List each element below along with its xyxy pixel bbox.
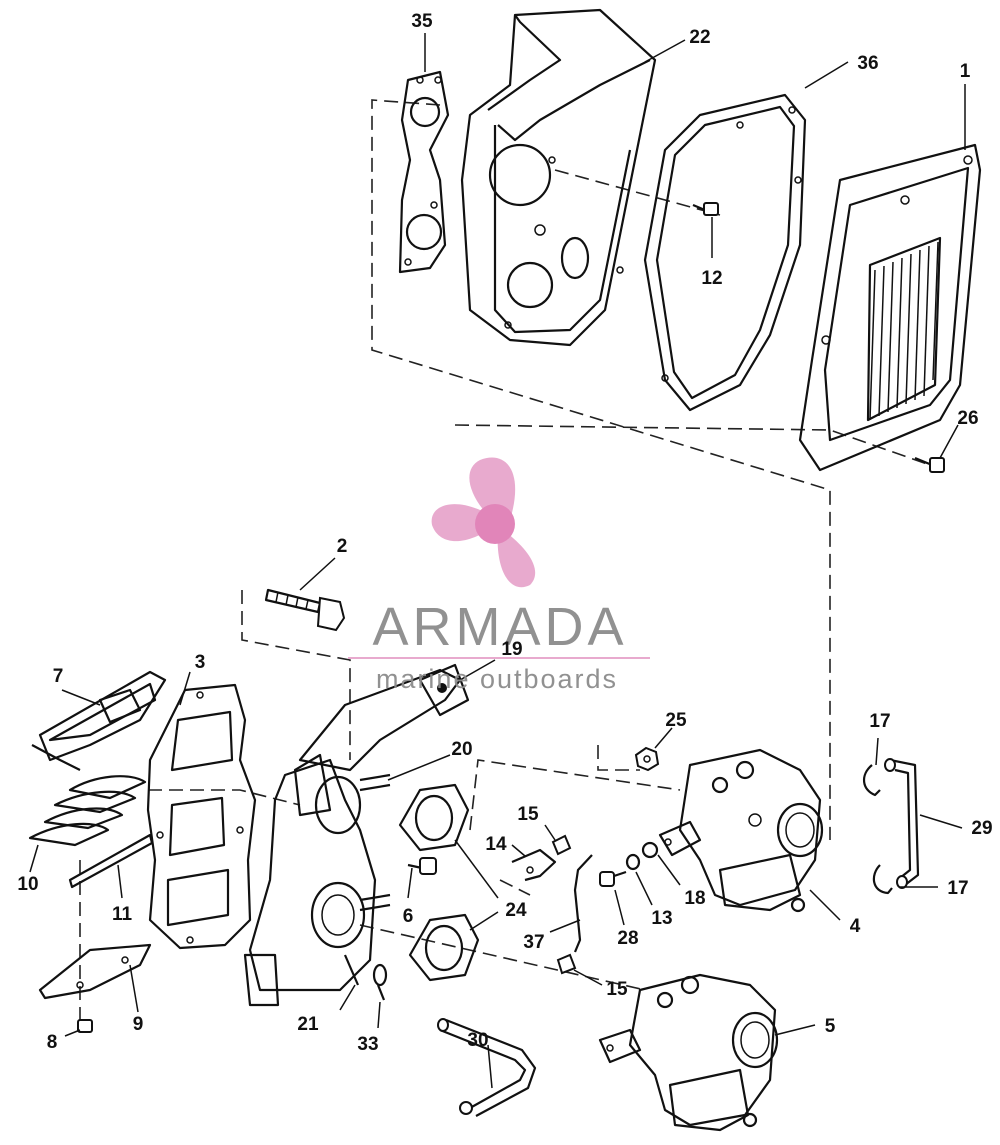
callout-22: 22	[689, 27, 710, 48]
callout-25: 25	[665, 710, 687, 731]
part-37-choke-rod	[549, 854, 593, 953]
callout-3: 3	[195, 652, 206, 673]
callout-15-upper: 15	[517, 804, 539, 825]
part-2-bolt	[264, 557, 346, 632]
callout-26: 26	[957, 408, 978, 429]
part-26-screw	[914, 424, 959, 473]
callout-28: 28	[617, 928, 638, 949]
brand-name: ARMADA	[372, 597, 627, 657]
callout-15-lower: 15	[606, 979, 628, 1000]
callout-11: 11	[112, 904, 133, 925]
part-11-reed-stop	[68, 833, 154, 899]
part-36-cover-gasket	[643, 93, 807, 412]
propeller-logo-icon	[431, 457, 536, 588]
callout-19: 19	[501, 639, 522, 660]
callout-24: 24	[505, 900, 527, 921]
part-18-nut	[641, 841, 681, 886]
part-25-nut	[634, 727, 673, 772]
part-15-fitting-upper	[544, 824, 572, 856]
callout-36: 36	[857, 53, 878, 74]
callout-13: 13	[651, 908, 672, 929]
part-5-carburetor	[598, 973, 816, 1132]
callout-21: 21	[297, 1014, 319, 1035]
part-24-carburetor-gaskets	[398, 783, 499, 982]
callout-12: 12	[701, 268, 722, 289]
callout-6: 6	[403, 906, 414, 927]
callout-10: 10	[17, 874, 38, 895]
callout-14: 14	[485, 834, 507, 855]
part-22-intake-silencer-base	[460, 8, 657, 347]
part-28-screw	[599, 870, 627, 926]
cover-grille	[866, 236, 942, 422]
part-1-intake-cover	[798, 143, 982, 472]
callout-7: 7	[53, 666, 64, 687]
part-17-clip-lower	[872, 864, 938, 895]
part-12-screw	[692, 202, 719, 258]
callout-labels: 1 2 3 4 5 6 7 8 9 10 11 12 13 14 15 15 1…	[17, 11, 992, 1055]
part-15-fitting-lower	[556, 953, 603, 986]
armada-watermark: ARMADA marine outboards	[348, 457, 650, 694]
callout-35: 35	[411, 11, 433, 32]
part-19-intake-manifold	[243, 659, 496, 1011]
assembly-guide-lines	[79, 99, 931, 1020]
leader-lines	[61, 33, 966, 706]
part-33-hose-clamp	[372, 963, 388, 1029]
part-10-reed-petals	[28, 775, 147, 873]
part-8-screw	[64, 1019, 93, 1037]
callout-17-upper: 17	[869, 711, 890, 732]
part-9-plate	[38, 943, 152, 1013]
callout-29: 29	[971, 818, 992, 839]
part-13-washer	[625, 853, 653, 906]
callout-20: 20	[451, 739, 472, 760]
part-17-clip-upper	[863, 737, 881, 797]
callout-33: 33	[357, 1034, 378, 1055]
brand-tagline: marine outboards	[376, 664, 618, 694]
callout-2: 2	[337, 536, 348, 557]
callout-1: 1	[960, 61, 971, 82]
part-6-screw	[407, 857, 437, 899]
callout-9: 9	[133, 1014, 144, 1035]
callout-37: 37	[523, 932, 544, 953]
part-29-hose	[884, 758, 963, 889]
part-30-fuel-hose	[437, 1018, 537, 1117]
callout-5: 5	[825, 1016, 836, 1037]
callout-8: 8	[47, 1032, 58, 1053]
part-4-carburetor	[658, 748, 841, 921]
part-35-exhaust-gasket	[398, 70, 450, 274]
callout-4: 4	[850, 916, 861, 937]
part-14-clip	[511, 844, 557, 882]
part-7-reed-block	[31, 670, 167, 771]
callout-18: 18	[684, 888, 705, 909]
callout-30: 30	[467, 1030, 488, 1051]
callout-17-lower: 17	[947, 878, 968, 899]
part-3-manifold-gasket	[146, 671, 257, 950]
